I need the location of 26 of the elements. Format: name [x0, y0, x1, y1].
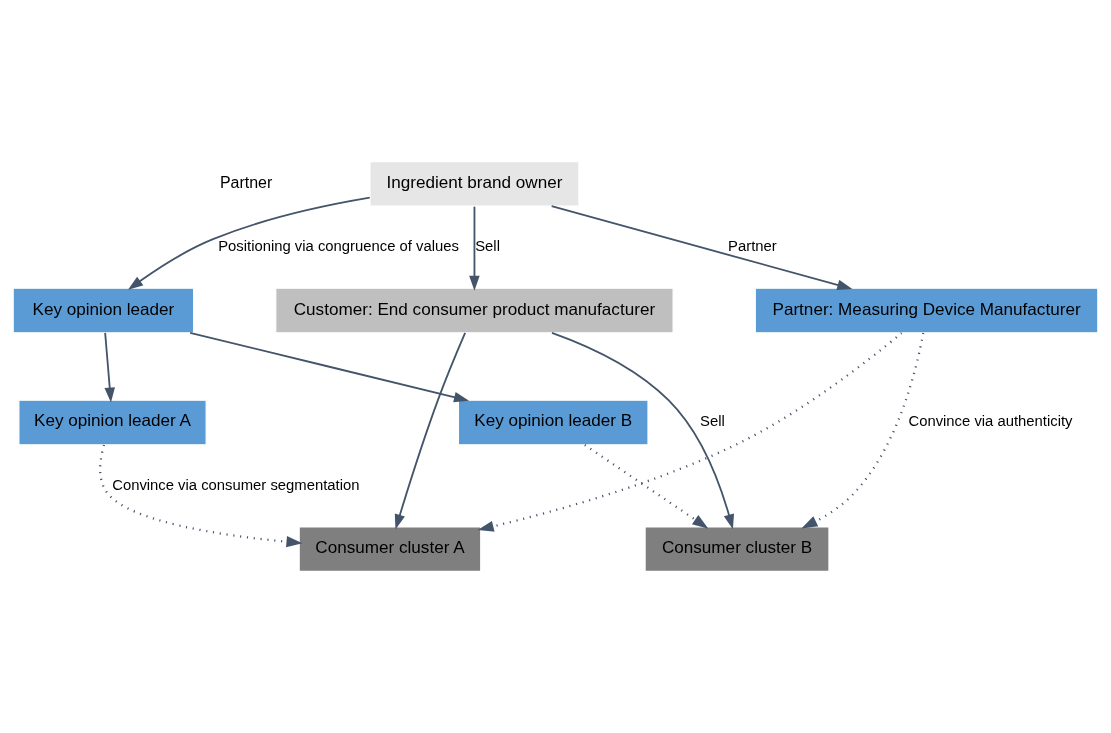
- arrow: [469, 205, 480, 291]
- arrow: [104, 331, 115, 403]
- arrow: [551, 331, 735, 530]
- arrow: [127, 196, 371, 290]
- edge-label: Partner: [728, 238, 777, 255]
- arrow: [394, 332, 467, 530]
- node-box: Ingredient brand owner: [369, 161, 580, 207]
- arrow: [477, 332, 903, 532]
- arrow: [99, 444, 303, 548]
- node-box: Key opinion leader A: [18, 399, 207, 446]
- arrow: [189, 331, 470, 403]
- node-box: Key opinion leader: [12, 287, 195, 334]
- arrow: [801, 332, 925, 529]
- label: Partner: [219, 174, 273, 192]
- edge-label: Sell: [475, 238, 500, 255]
- node-box: Customer: End consumer product manufacturer: [275, 287, 674, 334]
- edge-label: Convince via consumer segmentation: [112, 476, 360, 493]
- edge-label: Positioning via congruence of values: [218, 238, 459, 255]
- arrow: [584, 444, 709, 529]
- arrow: [550, 205, 853, 291]
- node-box: Key opinion leader B: [457, 399, 649, 446]
- node-box: Consumer cluster B: [644, 526, 830, 572]
- edge-label: Convince via authenticity: [908, 413, 1073, 430]
- edge-label: Sell: [700, 413, 725, 430]
- node-box: Consumer cluster A: [298, 526, 482, 572]
- node-box: Partner: Measuring Device Manufacturer: [754, 287, 1099, 334]
